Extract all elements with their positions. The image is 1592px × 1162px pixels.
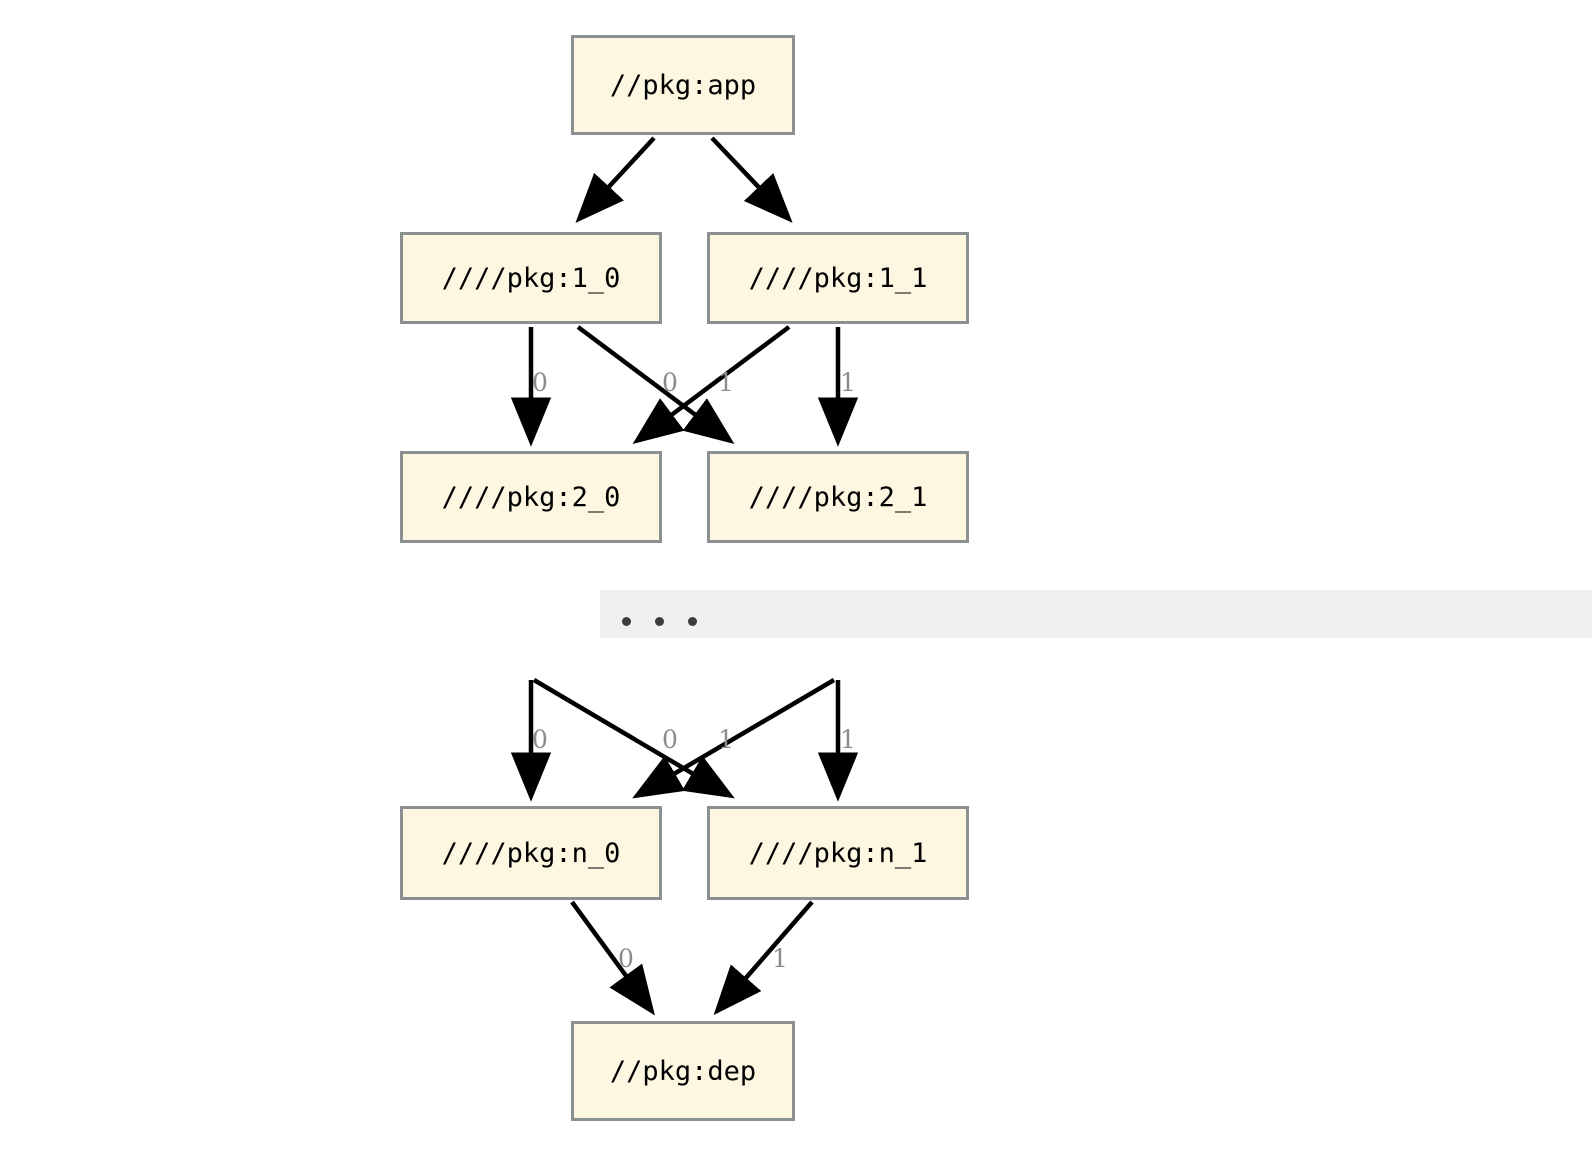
node-app[interactable]: //pkg:app [571, 35, 795, 135]
edge-cut-cross-to-n-0 [632, 678, 836, 799]
edge-label-cut-vertical-to-n-1: 1 [840, 725, 856, 754]
ellipsis-dot-3 [688, 617, 697, 626]
edge-label-cut-cross-to-n-0: 0 [662, 725, 678, 754]
edge-n-1-to-dep [713, 900, 814, 1016]
node-dep[interactable]: //pkg:dep [571, 1021, 795, 1121]
edge-label-n-0-to-dep: 0 [618, 944, 634, 973]
edge-cut-to-n-1 [532, 678, 735, 799]
edge-label-1-0-to-2-1: 1 [718, 368, 734, 397]
edge-app-to-1-1 [710, 136, 793, 223]
ellipsis-dot-2 [655, 617, 664, 626]
node-pkg-1-0[interactable]: ////pkg:1_0 [400, 232, 662, 324]
edge-1-0-to-2-1 [576, 325, 735, 445]
edge-label-n-1-to-dep: 1 [772, 944, 788, 973]
edge-label-cut-to-n-1: 1 [718, 725, 734, 754]
node-pkg-2-0[interactable]: ////pkg:2_0 [400, 451, 662, 543]
edge-n-0-to-dep [570, 900, 655, 1016]
edge-label-cut-to-n-0: 0 [532, 725, 548, 754]
truncation-separator-band [600, 590, 1592, 638]
edge-label-1-1-to-2-1: 1 [840, 368, 856, 397]
edge-app-to-1-0 [575, 136, 656, 223]
edge-label-1-0-to-2-0: 0 [532, 368, 548, 397]
ellipsis-dots [600, 617, 697, 638]
ellipsis-dot-1 [622, 617, 631, 626]
node-pkg-n-0[interactable]: ////pkg:n_0 [400, 806, 662, 900]
node-pkg-2-1[interactable]: ////pkg:2_1 [707, 451, 969, 543]
node-pkg-1-1[interactable]: ////pkg:1_1 [707, 232, 969, 324]
node-pkg-n-1[interactable]: ////pkg:n_1 [707, 806, 969, 900]
edge-label-1-1-to-2-0: 0 [662, 368, 678, 397]
edge-1-1-to-2-0 [632, 325, 791, 445]
